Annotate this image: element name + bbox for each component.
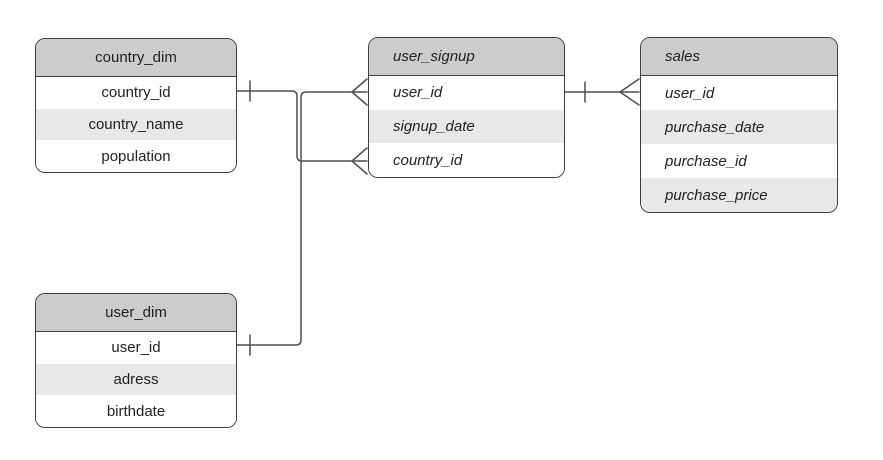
entity-table-country-dim[interactable]: country_dim country_id country_name popu… — [35, 38, 237, 173]
table-field[interactable]: country_name — [36, 108, 236, 141]
crow-foot-many-icon — [351, 147, 368, 175]
table-header[interactable]: user_dim — [36, 294, 236, 332]
table-field[interactable]: adress — [36, 363, 236, 396]
table-header[interactable]: sales — [641, 38, 837, 76]
table-field[interactable]: user_id — [641, 76, 837, 110]
table-field[interactable]: country_id — [36, 77, 236, 109]
crow-foot-many-icon — [619, 78, 640, 106]
relationship-line[interactable] — [236, 91, 368, 346]
entity-table-user-signup[interactable]: user_signup user_id signup_date country_… — [368, 37, 565, 178]
table-header[interactable]: country_dim — [36, 39, 236, 77]
table-field[interactable]: user_id — [369, 76, 564, 110]
crow-foot-many-icon — [351, 78, 368, 106]
table-header[interactable]: user_signup — [369, 38, 564, 76]
table-field[interactable]: signup_date — [369, 109, 564, 144]
relationship-country-dim-to-user-signup[interactable] — [236, 80, 368, 175]
relationship-line[interactable] — [236, 90, 368, 162]
table-field[interactable]: birthdate — [36, 395, 236, 427]
table-field[interactable]: population — [36, 140, 236, 172]
entity-table-sales[interactable]: sales user_id purchase_date purchase_id … — [640, 37, 838, 213]
entity-table-user-dim[interactable]: user_dim user_id adress birthdate — [35, 293, 237, 428]
table-field[interactable]: purchase_price — [641, 178, 837, 212]
relationship-user-signup-to-sales[interactable] — [564, 78, 640, 106]
relationship-user-dim-to-user-signup[interactable] — [236, 78, 368, 356]
table-field[interactable]: user_id — [36, 332, 236, 364]
table-field[interactable]: purchase_date — [641, 110, 837, 144]
table-field[interactable]: purchase_id — [641, 144, 837, 178]
table-field[interactable]: country_id — [369, 143, 564, 177]
